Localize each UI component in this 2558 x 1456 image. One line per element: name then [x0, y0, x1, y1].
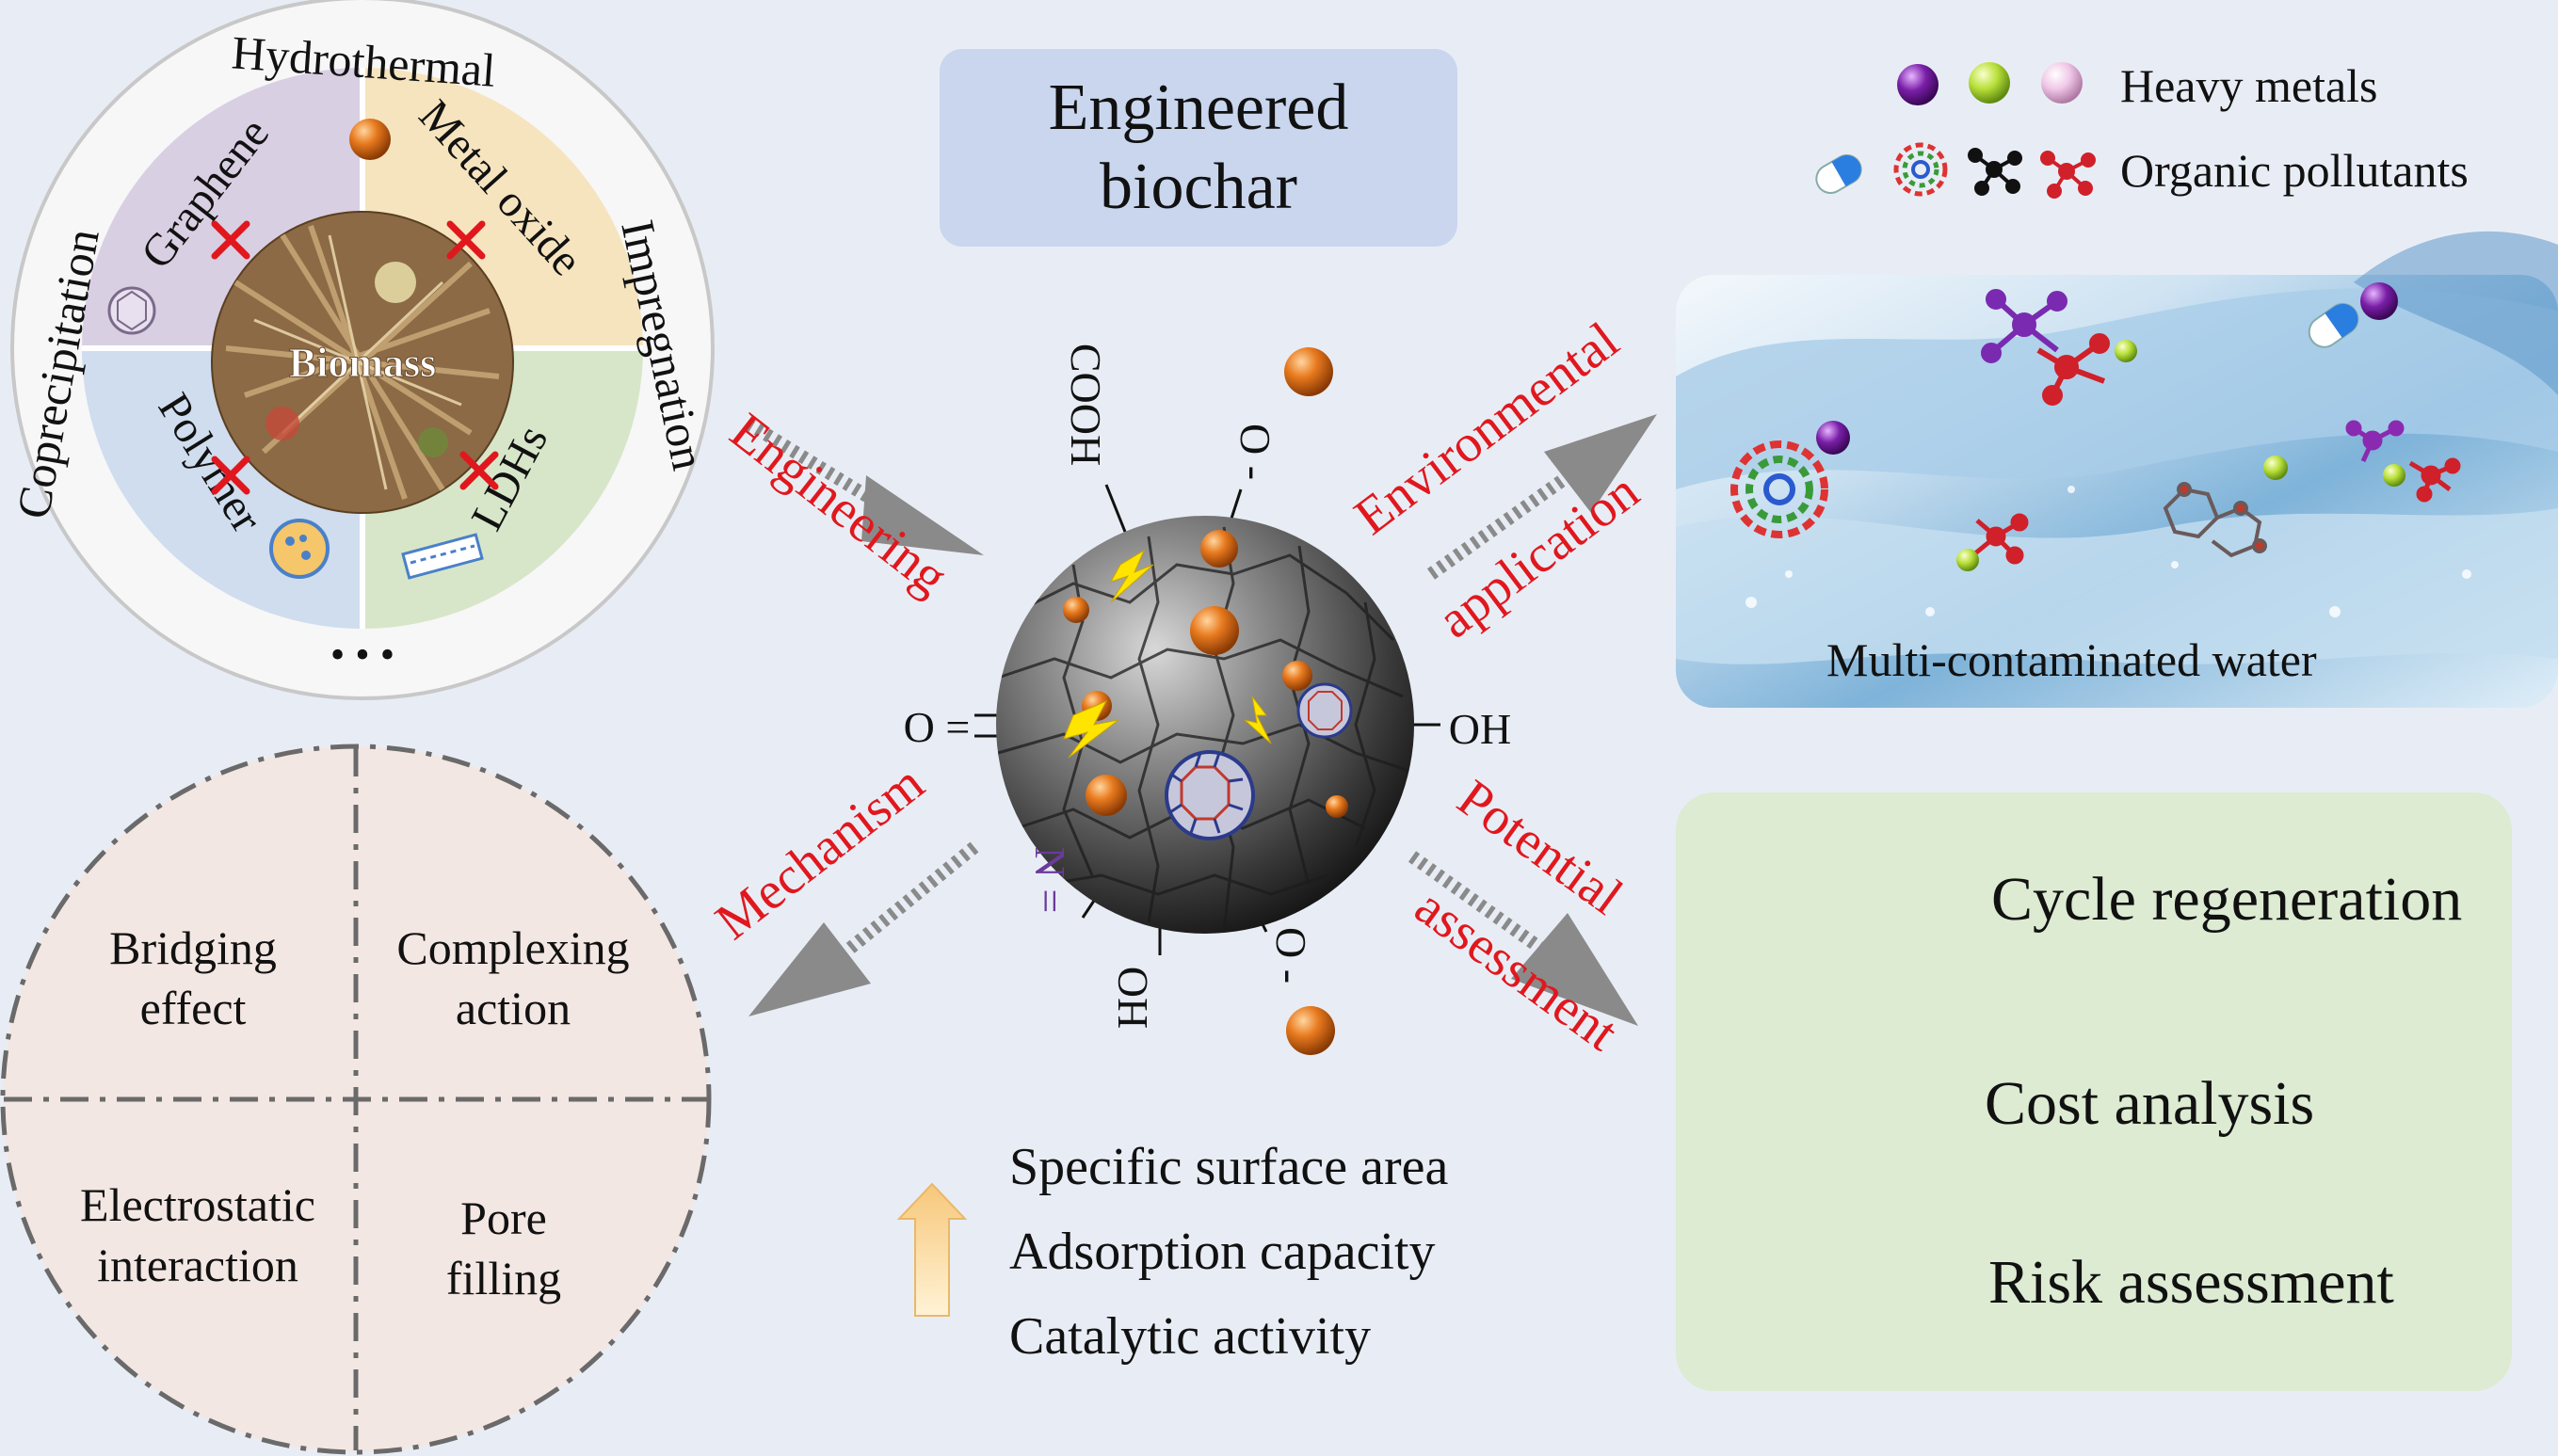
fullerene-icon	[1165, 750, 1255, 840]
mechanism-electrostatic-line-1: Electrostatic	[80, 1178, 315, 1231]
group-carbonyl: O =	[904, 703, 971, 751]
lightning-icon	[1109, 549, 1154, 603]
group-o-minus-bottom: O -	[1267, 927, 1315, 984]
mechanism-pore-filling-line-1: Pore	[460, 1192, 547, 1244]
mechanism-arrow	[748, 841, 979, 1016]
mechanism-electrostatic-line-2: interaction	[97, 1239, 298, 1291]
mechanism-bridging: Bridging effect	[56, 918, 330, 1038]
group-cooh: COOH	[1062, 344, 1110, 466]
biomass-core	[211, 211, 514, 514]
water-panel	[1676, 231, 2558, 708]
lightning-icon	[1244, 696, 1272, 744]
label-mechanism: Mechanism	[705, 754, 935, 952]
mechanism-bridging-line-2: effect	[139, 982, 247, 1034]
cross-icon	[459, 451, 499, 490]
protein-icon	[1730, 440, 1828, 538]
biomass-label: Biomass	[289, 340, 436, 386]
environmental-arrow	[1426, 414, 1657, 580]
cross-icon	[211, 220, 250, 260]
molecule-icon	[2408, 457, 2461, 503]
potential-arrow	[1408, 851, 1638, 1026]
ldh-layer-icon	[401, 533, 484, 580]
assessment-risk: Risk assessment	[1988, 1248, 2394, 1317]
pill-icon	[1815, 154, 1862, 194]
organic-molecule-icon	[2163, 482, 2267, 558]
fullerene-icon	[1296, 682, 1353, 739]
lightning-icon	[1063, 699, 1119, 759]
mechanism-complexing: Complexing action	[377, 918, 650, 1038]
assessment-cost-analysis: Cost analysis	[1985, 1069, 2315, 1138]
fullerene-icon	[107, 286, 156, 335]
pill-icon	[2308, 302, 2359, 348]
property-catalytic: Catalytic activity	[1009, 1307, 1372, 1366]
polymer-icon	[269, 519, 330, 579]
cross-icon	[211, 456, 250, 495]
assessment-panel	[1676, 792, 2512, 1391]
molecule-icon	[1981, 289, 2067, 363]
property-surface-area: Specific surface area	[1009, 1138, 1449, 1196]
legend-heavy-metals: Heavy metals	[2120, 59, 2378, 112]
water-label: Multi-contaminated water	[1826, 633, 2317, 686]
group-hydroxyl: OH	[1449, 705, 1511, 753]
label-engineering: Engineering	[719, 402, 958, 606]
title-line-2: biochar	[1100, 151, 1297, 223]
engineered-biochar-title: Engineered biochar	[940, 49, 1457, 247]
heavy-metal-ball-icon	[2041, 62, 2083, 104]
metal-oxide-ball-icon	[349, 119, 391, 160]
protein-icon	[1893, 142, 1948, 197]
legend-organic-pollutants: Organic pollutants	[2120, 144, 2469, 197]
more-methods-ellipsis: • • •	[330, 632, 394, 678]
biochar-sphere	[974, 347, 1440, 1055]
molecule-icon	[2040, 151, 2096, 199]
synthesis-wheel: Biomass Hydrothermal Impregnation Coprec…	[7, 0, 716, 700]
assessment-cycle-regeneration: Cycle regeneration	[1991, 865, 2463, 934]
molecule-icon	[2036, 333, 2110, 406]
group-o-minus-top: O -	[1231, 424, 1279, 480]
engineering-arrow	[745, 418, 984, 555]
mechanism-pore-filling: Pore filling	[367, 1188, 640, 1308]
pollutant-legend	[1815, 62, 2096, 199]
title-line-1: Engineered	[1048, 72, 1349, 144]
heavy-metal-ball-icon	[1897, 64, 1939, 105]
molecule-icon	[1973, 513, 2029, 565]
mechanism-complexing-line-2: action	[455, 982, 571, 1034]
up-arrow-icon	[896, 1182, 968, 1317]
mechanism-pore-filling-line-2: filling	[445, 1252, 562, 1304]
mechanism-bridging-line-1: Bridging	[109, 921, 277, 974]
mechanism-complexing-line-1: Complexing	[396, 921, 630, 974]
property-adsorption: Adsorption capacity	[1009, 1223, 1436, 1281]
group-ho: HO	[1108, 967, 1156, 1029]
molecule-icon	[1968, 148, 2022, 196]
mechanism-electrostatic: Electrostatic interaction	[47, 1175, 348, 1295]
heavy-metal-ball-icon	[1969, 62, 2010, 104]
mechanism-circle	[0, 744, 712, 1455]
molecule-icon	[2345, 420, 2405, 463]
cross-icon	[446, 220, 486, 260]
group-nitrogen: N =	[1026, 847, 1074, 914]
